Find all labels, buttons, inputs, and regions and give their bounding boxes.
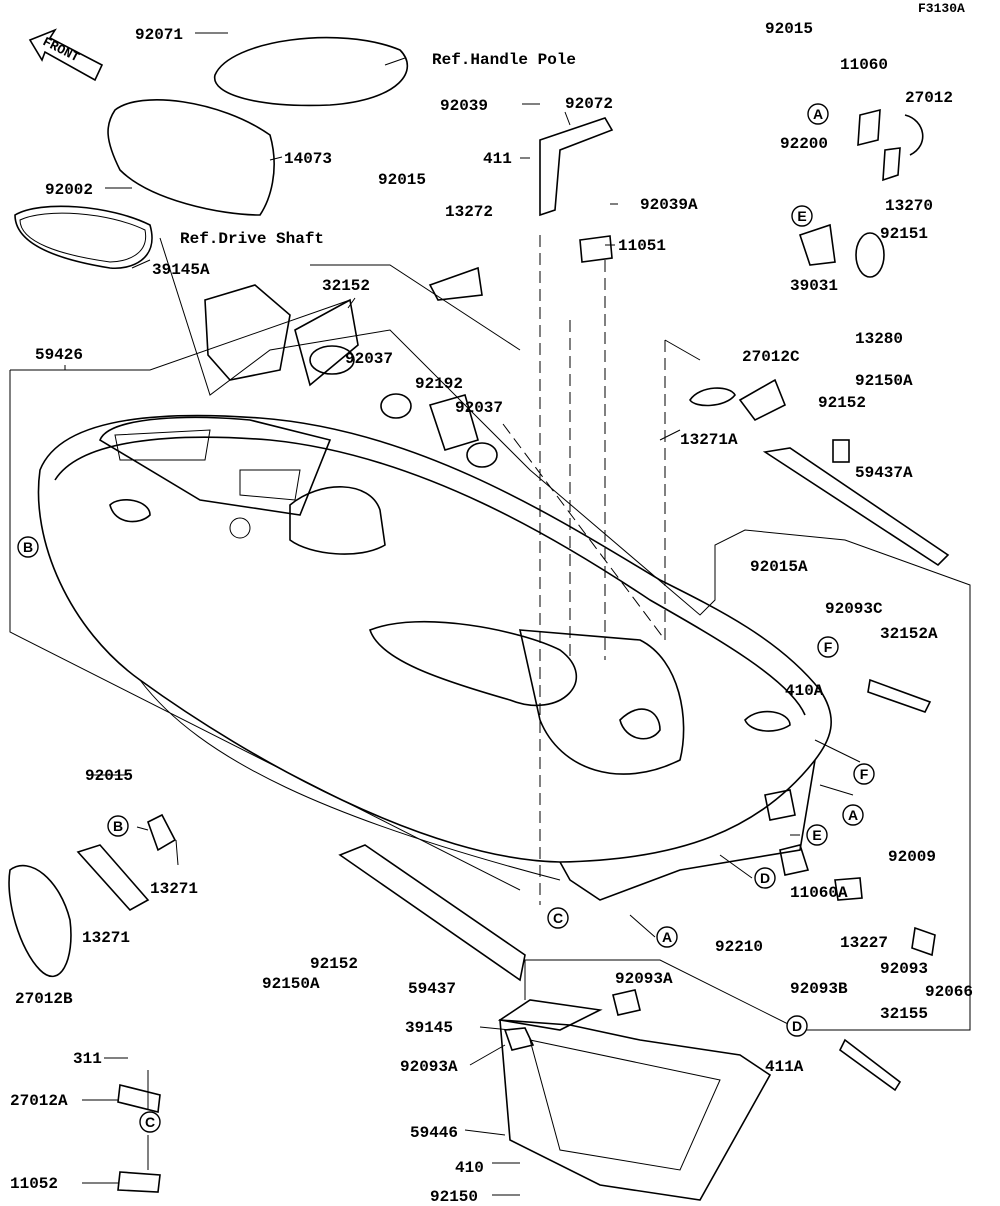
front-arrow-icon: FRONT bbox=[28, 28, 104, 82]
part-label: 11051 bbox=[618, 237, 666, 255]
part-label: 59426 bbox=[35, 346, 83, 364]
callout-markers: A E B F F A E D C A D B C bbox=[17, 103, 875, 1133]
part-label: 92072 bbox=[565, 95, 613, 113]
part-label: 11060A bbox=[790, 884, 848, 902]
part-label: 92152 bbox=[818, 394, 866, 412]
part-label: 92093B bbox=[790, 980, 848, 998]
part-label: 92002 bbox=[45, 181, 93, 199]
part-label: 92015 bbox=[378, 171, 426, 189]
part-label: 32152A bbox=[880, 625, 938, 643]
part-label: 92037 bbox=[345, 350, 393, 368]
diagram-code: F3130A bbox=[918, 1, 965, 16]
callout-letter: E bbox=[812, 827, 821, 843]
callout-letter: A bbox=[813, 106, 823, 122]
callout-letter: F bbox=[824, 639, 833, 655]
part-label: 39145A bbox=[152, 261, 210, 279]
callout-letter: B bbox=[23, 539, 33, 555]
part-label: 13227 bbox=[840, 934, 888, 952]
part-label: 13270 bbox=[885, 197, 933, 215]
part-label: 39031 bbox=[790, 277, 838, 295]
part-label: 27012A bbox=[10, 1092, 68, 1110]
part-label: 11052 bbox=[10, 1175, 58, 1193]
part-label: 411A bbox=[765, 1058, 804, 1076]
leader-lines bbox=[9, 32, 971, 1196]
part-label: 92152 bbox=[310, 955, 358, 973]
part-label: 59437 bbox=[408, 980, 456, 998]
part-label: 59437A bbox=[855, 464, 913, 482]
part-labels: 92071 14073 92002 39145A 32152 59426 920… bbox=[10, 20, 973, 1206]
callout-letter: A bbox=[662, 929, 672, 945]
part-label: 92039A bbox=[640, 196, 698, 214]
part-label: 92150 bbox=[430, 1188, 478, 1206]
part-label: 32152 bbox=[322, 277, 370, 295]
part-label: 11060 bbox=[840, 56, 888, 74]
part-label: 92037 bbox=[455, 399, 503, 417]
part-label: 92093C bbox=[825, 600, 883, 618]
part-label: 92150A bbox=[855, 372, 913, 390]
part-label: 92093 bbox=[880, 960, 928, 978]
callout-letter: B bbox=[113, 818, 123, 834]
part-label: 92015 bbox=[85, 767, 133, 785]
callout-letter: C bbox=[553, 910, 563, 926]
part-label: 92200 bbox=[780, 135, 828, 153]
part-label: 92015A bbox=[750, 558, 808, 576]
part-label: 13271 bbox=[82, 929, 130, 947]
part-label: 92009 bbox=[888, 848, 936, 866]
part-label: 27012B bbox=[15, 990, 73, 1008]
ref-handle-pole: Ref.Handle Pole bbox=[432, 51, 576, 69]
part-label: 92192 bbox=[415, 375, 463, 393]
callout-letter: F bbox=[860, 766, 869, 782]
part-label: 27012 bbox=[905, 89, 953, 107]
callout-letter: C bbox=[145, 1114, 155, 1130]
part-label: 39145 bbox=[405, 1019, 453, 1037]
part-label: 410A bbox=[785, 682, 824, 700]
part-label: 410 bbox=[455, 1159, 484, 1177]
part-label: 92015 bbox=[765, 20, 813, 38]
callout-letter: A bbox=[848, 807, 858, 823]
part-label: 92210 bbox=[715, 938, 763, 956]
part-label: 13271 bbox=[150, 880, 198, 898]
ref-drive-shaft: Ref.Drive Shaft bbox=[180, 230, 324, 248]
callout-letter: D bbox=[792, 1018, 802, 1034]
hull-drawing bbox=[37, 414, 832, 901]
part-label: 411 bbox=[483, 150, 512, 168]
part-label: 92093A bbox=[400, 1058, 458, 1076]
part-label: 32155 bbox=[880, 1005, 928, 1023]
callout-letter: E bbox=[797, 208, 806, 224]
part-label: 92150A bbox=[262, 975, 320, 993]
part-label: 311 bbox=[73, 1050, 102, 1068]
part-label: 92066 bbox=[925, 983, 973, 1001]
part-label: 92071 bbox=[135, 26, 183, 44]
part-label: 59446 bbox=[410, 1124, 458, 1142]
callout-letter: D bbox=[760, 870, 770, 886]
part-label: 13280 bbox=[855, 330, 903, 348]
part-label: 14073 bbox=[284, 150, 332, 168]
part-label: 27012C bbox=[742, 348, 800, 366]
part-label: 13272 bbox=[445, 203, 493, 221]
part-label: 92093A bbox=[615, 970, 673, 988]
component-drawings bbox=[8, 36, 950, 1201]
part-label: 92151 bbox=[880, 225, 928, 243]
part-label: 92039 bbox=[440, 97, 488, 115]
part-label: 13271A bbox=[680, 431, 738, 449]
